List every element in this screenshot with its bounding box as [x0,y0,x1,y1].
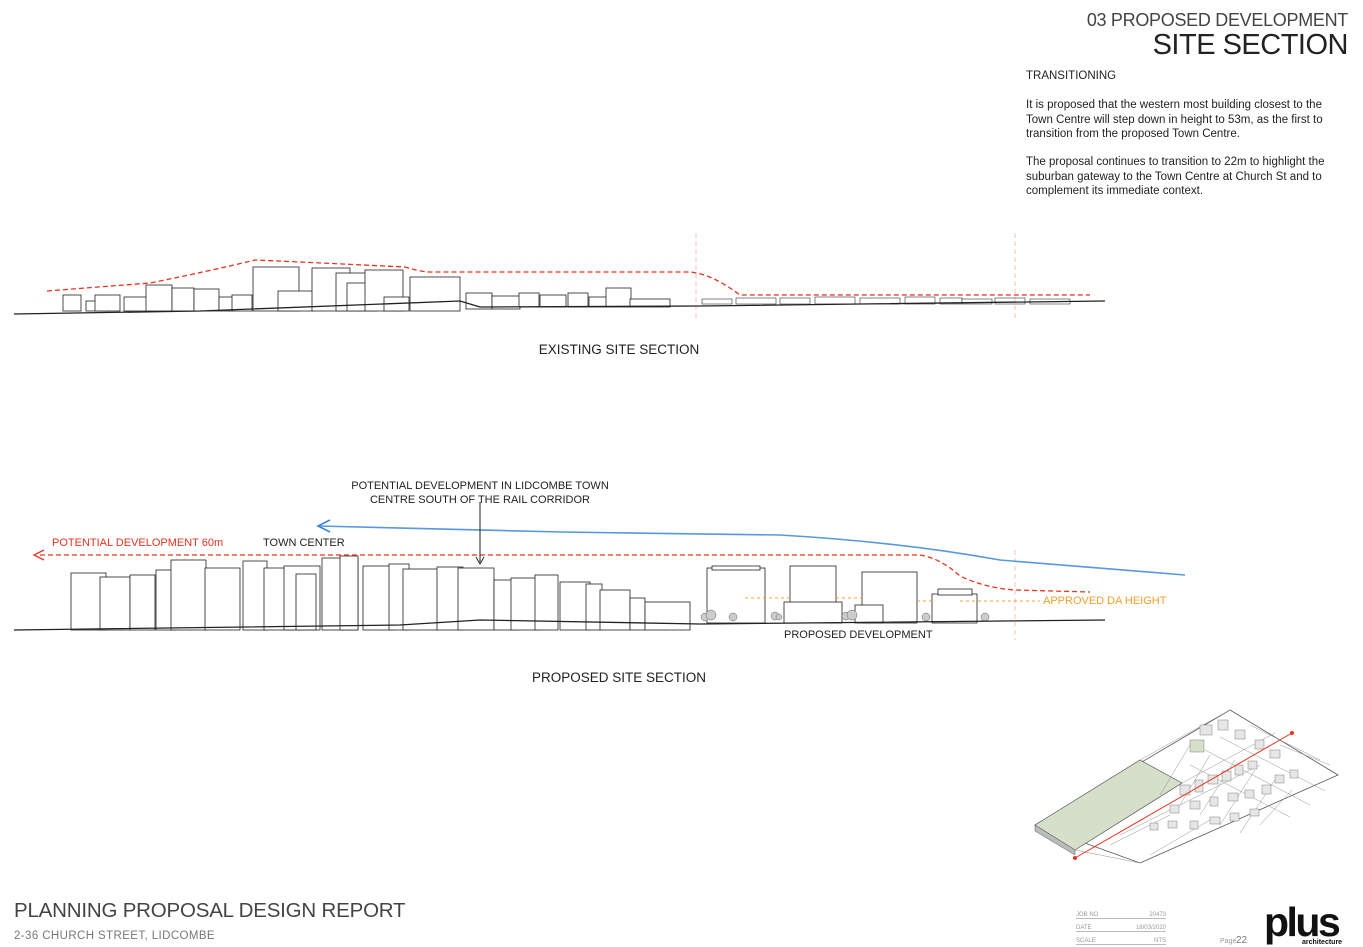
job-meta-table: JOB NO 20473 DATE 18/03/2020 SCALE NTS [1076,906,1166,945]
intro-paragraph-1: It is proposed that the western most bui… [1026,99,1323,140]
existing-section-drawing [13,233,1106,320]
intro-paragraph-2: The proposal continues to transition to … [1026,156,1325,197]
meta-value: 20473 [1149,912,1166,918]
section-number: 03 PROPOSED DEVELOPMENT [1086,10,1348,30]
meta-row-scale: SCALE NTS [1076,932,1166,945]
document-title: PLANNING PROPOSAL DESIGN REPORT [14,899,406,922]
existing-section-caption: EXISTING SITE SECTION [538,342,700,357]
potential-development-label: POTENTIAL DEVELOPMENT IN LIDCOMBE TOWN C… [330,479,630,507]
potential-development-line-2: CENTRE SOUTH OF THE RAIL CORRIDOR [369,494,591,506]
intro-heading: TRANSITIONING [1026,70,1117,82]
page-number: 22 [1236,935,1248,946]
meta-row-date: DATE 18/03/2020 [1076,919,1166,932]
potential-development-line-1: POTENTIAL DEVELOPMENT IN LIDCOMBE TOWN [351,480,609,492]
proposed-section-drawing [13,502,1186,640]
town-center-label: TOWN CENTER [263,537,345,549]
approved-da-height-label: APPROVED DA HEIGHT [1043,595,1167,607]
page-label: Page [1220,938,1237,945]
proposed-section-caption: PROPOSED SITE SECTION [531,670,707,685]
proposed-development-label: PROPOSED DEVELOPMENT [784,629,933,641]
meta-label: JOB NO [1076,912,1099,918]
page-title: SITE SECTION [1152,29,1349,61]
potential-height-label: POTENTIAL DEVELOPMENT 60m [52,537,224,549]
meta-row-job: JOB NO 20473 [1076,906,1166,919]
meta-value: NTS [1154,938,1166,944]
company-logo-subtitle: architecture [1302,939,1343,946]
meta-value: 18/03/2020 [1135,925,1166,931]
company-logo: plus [1264,899,1341,945]
meta-label: SCALE [1076,938,1096,944]
meta-label: DATE [1076,925,1092,931]
document-subtitle: 2-36 CHURCH STREET, LIDCOMBE [14,930,215,942]
site-axonometric-map [1034,709,1339,864]
